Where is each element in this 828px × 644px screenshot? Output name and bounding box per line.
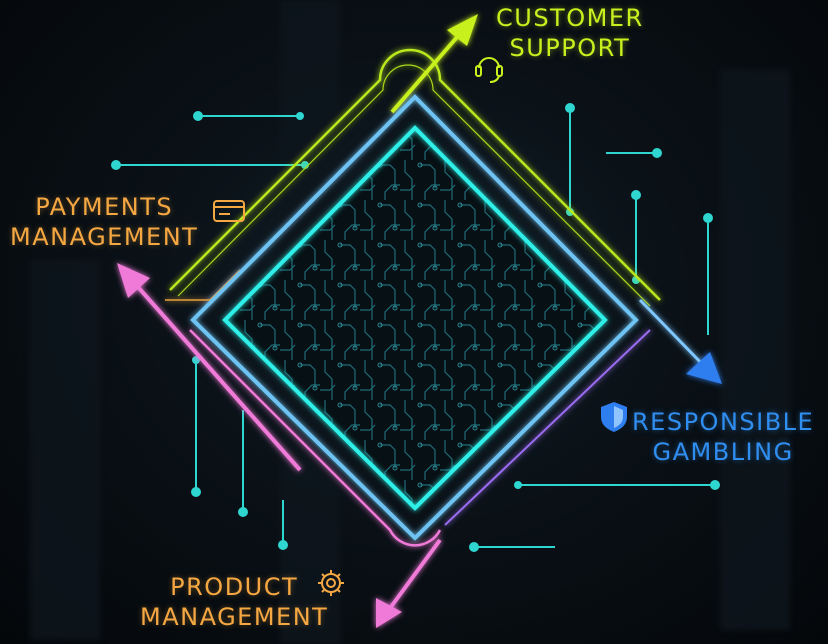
- label-line: MANAGEMENT: [140, 603, 329, 631]
- purple-trace-lower-right: [444, 329, 651, 526]
- connector-line: [193, 111, 304, 121]
- shield-icon: [601, 402, 627, 432]
- responsible-gambling-label: RESPONSIBLE GAMBLING: [632, 407, 814, 467]
- inner-diamond: [222, 125, 608, 511]
- blue-arrow: [638, 298, 722, 384]
- payments-management-label: PAYMENTS MANAGEMENT: [10, 192, 198, 252]
- connector-line: [703, 213, 713, 335]
- connector-line: [565, 103, 575, 216]
- connector-line: [191, 356, 201, 497]
- connector-line: [278, 500, 288, 550]
- connector-line: [238, 410, 248, 517]
- background-building: [30, 260, 100, 640]
- pink-arrow-left: [117, 263, 302, 472]
- pink-arrow-bottom: [376, 538, 442, 628]
- connector-line: [111, 160, 309, 170]
- background-building: [720, 70, 790, 630]
- pink-trace-lower-left: [189, 329, 442, 547]
- green-arrow: [390, 14, 478, 114]
- green-trace-upper-left: [169, 48, 661, 301]
- product-management-label: PRODUCT MANAGEMENT: [140, 572, 328, 632]
- label-line: PAYMENTS: [35, 193, 174, 221]
- label-line: CUSTOMER: [496, 4, 644, 32]
- connector-line: [469, 542, 555, 552]
- label-line: MANAGEMENT: [10, 223, 199, 251]
- label-line: GAMBLING: [652, 438, 794, 466]
- outer-diamond: [190, 94, 639, 541]
- credit-card-icon: [213, 200, 245, 222]
- connector-line: [514, 480, 720, 490]
- label-line: PRODUCT: [170, 573, 299, 601]
- connector-line: [631, 190, 641, 284]
- customer-support-label: CUSTOMER SUPPORT: [496, 3, 644, 63]
- headset-icon: [475, 57, 503, 83]
- label-line: RESPONSIBLE: [632, 408, 815, 436]
- label-line: SUPPORT: [509, 34, 631, 62]
- gear-icon: [318, 570, 344, 596]
- connector-line: [606, 148, 662, 158]
